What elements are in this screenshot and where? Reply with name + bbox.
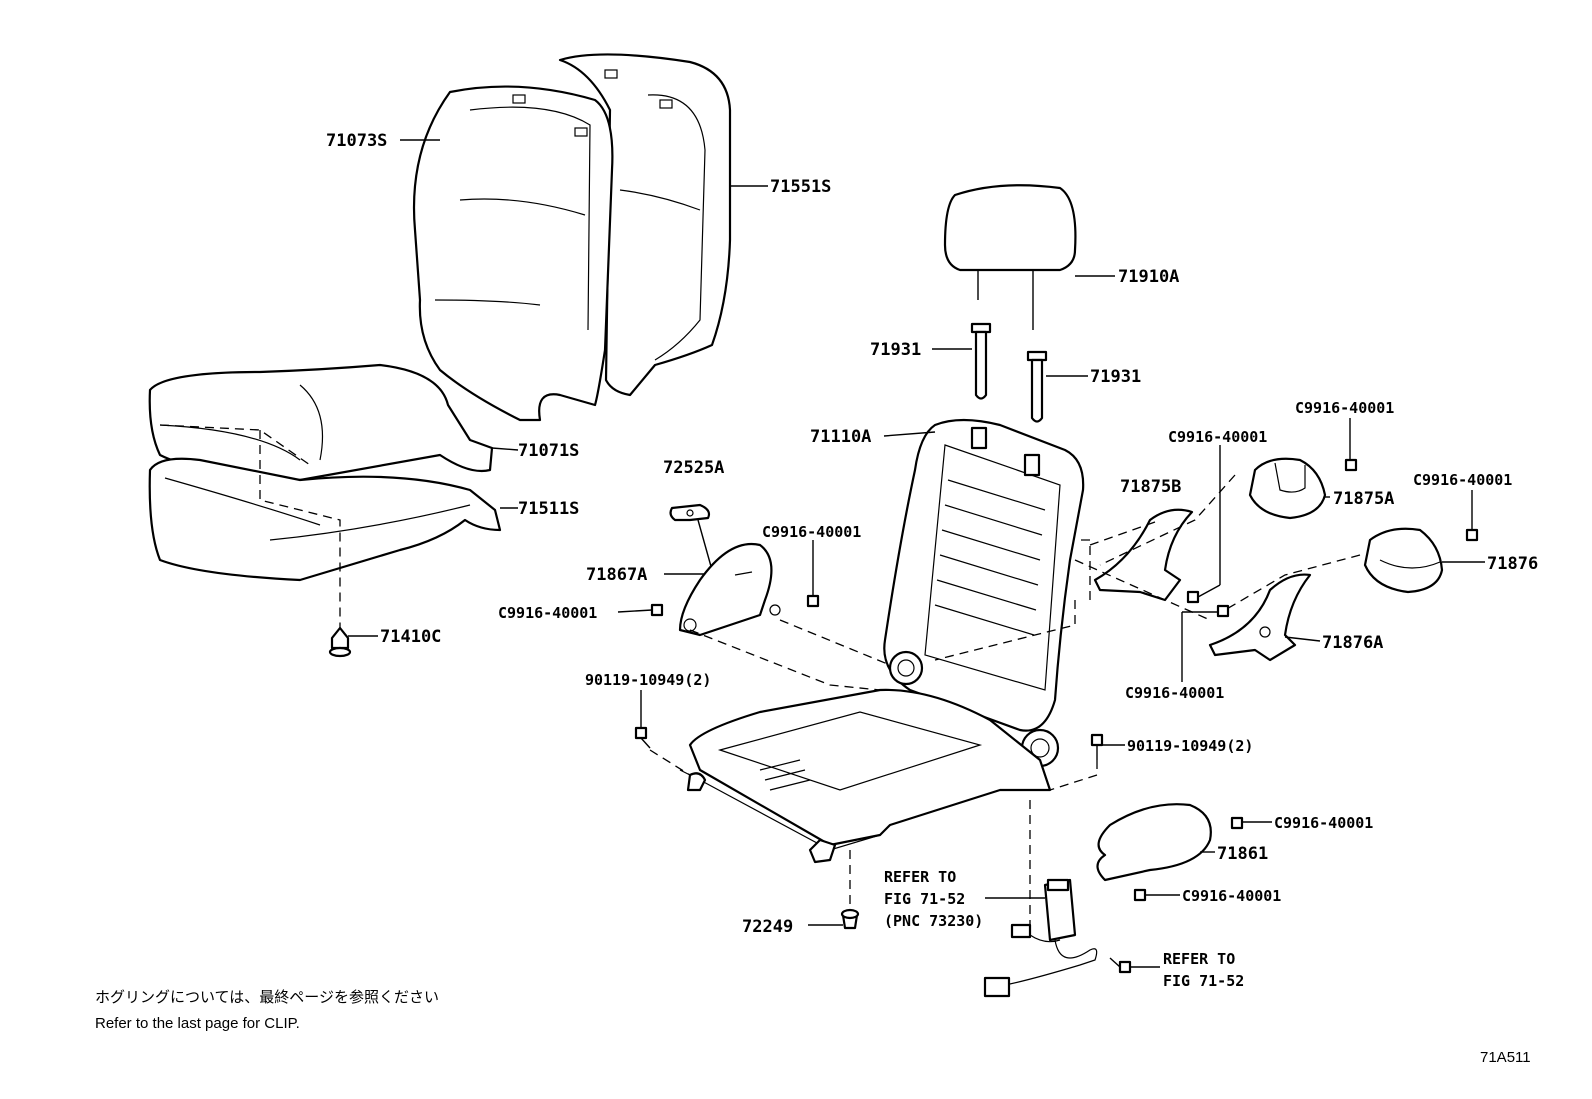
clip-72249 [840,908,860,930]
label-71861: 71861 [1217,844,1268,864]
label-71931-left: 71931 [870,340,921,360]
label-90119-right: 90119-10949(2) [1127,737,1253,755]
hinge-cover-71875b-leader [1075,521,1156,600]
label-71876: 71876 [1487,554,1538,574]
refer-note-2-line2: FIG 71-52 [1163,972,1244,990]
headrest-guide-right-71931 [1026,350,1048,423]
label-c9916-d: C9916-40001 [1168,428,1267,446]
headrest-guide-left-71931 [970,322,992,400]
cushion-to-clip-leader [259,430,341,630]
figure-id: 71A511 [1480,1049,1531,1066]
cushion-hookring-leader [159,424,311,466]
cushion-pad-71511s [148,457,502,582]
seatback-cover-71551s [558,53,732,397]
label-c9916-c: C9916-40001 [1295,399,1394,417]
label-71931-right: 71931 [1090,367,1141,387]
label-71867a: 71867A [586,565,647,585]
label-71876a: 71876A [1322,633,1383,653]
recliner-cover-leader-2 [779,619,891,666]
screw-c9916-e [1465,528,1479,542]
hinge-cap-71875a [1248,457,1327,520]
screw-c9916-b [806,594,820,608]
label-c9916-f: C9916-40001 [1125,684,1224,702]
label-71910a: 71910A [1118,267,1179,287]
side-cover-71861 [1096,803,1212,882]
label-71551s: 71551S [770,177,831,197]
label-c9916-a: C9916-40001 [498,604,597,622]
refer-note-2-line1: REFER TO [1163,950,1235,968]
label-c9916-h: C9916-40001 [1182,887,1281,905]
hinge-cap-71876 [1363,527,1444,594]
clip-71410c [328,626,352,658]
screw-c9916-f [1216,604,1230,618]
label-90119-left: 90119-10949(2) [585,671,711,689]
label-72249: 72249 [742,917,793,937]
label-c9916-g: C9916-40001 [1274,814,1373,832]
bracket-72525a [669,503,711,522]
label-71410c: 71410C [380,627,441,647]
hinge-cover-71876a [1208,573,1312,662]
label-c9916-b: C9916-40001 [762,523,861,541]
seatback-frame-71110a [883,418,1085,768]
label-71110a: 71110A [810,427,871,447]
headrest-71910a [943,184,1077,330]
refer-note-1-line2: FIG 71-52 [884,890,965,908]
refer-note-1-line1: REFER TO [884,868,956,886]
recliner-cover-leader [689,629,881,691]
screw-c9916-c [1344,458,1358,472]
cushion-cover-71071s [148,363,494,482]
hinge-cap-leader [1099,474,1236,566]
hinge-cap-71876-leader [1224,554,1361,611]
seat-belt-buckle [983,878,1098,998]
hinge-cover-71876a-leader [934,559,1211,661]
screw-c9916-g [1230,816,1244,830]
seatback-pad-71073s [412,85,614,422]
clip-note-japanese: ホグリングについては、最終ページを参照ください [95,989,439,1006]
refer-note-1-line3: (PNC 73230) [884,912,983,930]
screw-c9916-a [650,603,664,617]
bolt-buckle [1109,957,1132,974]
screw-c9916-d [1186,590,1200,604]
bolt-right-leader [1049,760,1098,791]
bolt-90119-left [634,726,651,749]
recliner-cover-71867a [678,542,781,637]
label-71875a: 71875A [1333,489,1394,509]
label-72525a: 72525A [663,458,724,478]
screw-c9916-h [1133,888,1147,902]
hinge-cover-71875b [1093,508,1194,602]
label-71073s: 71073S [326,131,387,151]
label-c9916-e: C9916-40001 [1413,471,1512,489]
clip-note-english: Refer to the last page for CLIP. [95,1015,300,1032]
bolt-90119-right [1090,733,1104,760]
label-71875b: 71875B [1120,477,1181,497]
label-71511s: 71511S [518,499,579,519]
bracket-72525a-leader [697,519,713,571]
label-71071s: 71071S [518,441,579,461]
bolt-left-leader [649,749,691,776]
seat-cushion-frame [679,688,1052,864]
